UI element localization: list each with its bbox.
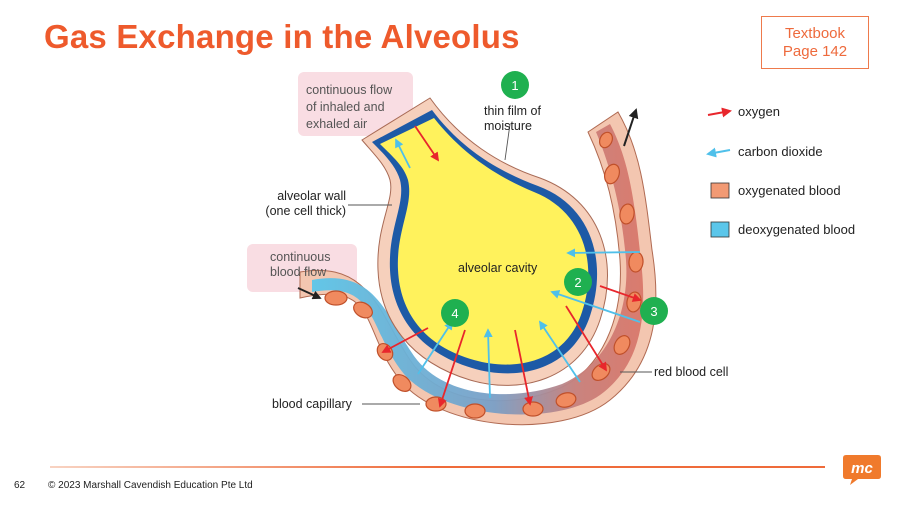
alveolar-wall-label-1: alveolar wall — [277, 189, 346, 203]
inhaled-air-label-bg — [298, 72, 413, 136]
blood-flow-arrow — [297, 287, 322, 300]
moisture-label-2: moisture — [484, 119, 532, 133]
mc-logo: mc — [843, 455, 881, 485]
badge-3: 3 — [640, 297, 668, 325]
inhaled-air-label-2: of inhaled and — [306, 100, 385, 114]
svg-text:4: 4 — [451, 306, 458, 321]
alveolar-cavity — [380, 118, 589, 365]
legend-oxygen-label: oxygen — [738, 104, 780, 119]
page-number: 62 — [14, 480, 26, 491]
capillary-exit-arrow — [623, 108, 639, 147]
svg-text:3: 3 — [650, 304, 657, 319]
capillary-lumen — [312, 124, 644, 415]
badge-4: 4 — [441, 299, 469, 327]
legend-co2-label: carbon dioxide — [738, 144, 823, 159]
copyright-text: © 2023 Marshall Cavendish Education Pte … — [48, 480, 253, 491]
textbook-reference-box: Textbook Page 142 — [761, 16, 869, 69]
blood-flow-label-2: blood flow — [270, 265, 327, 279]
legend-oxygenated-label: oxygenated blood — [738, 183, 841, 198]
red-blood-cell-label: red blood cell — [654, 365, 728, 379]
legend-co2-arrow — [706, 147, 731, 158]
badge-2: 2 — [564, 268, 592, 296]
reference-line-1: Textbook — [784, 24, 846, 42]
leader-lines — [348, 123, 652, 405]
legend-deoxygenated-label: deoxygenated blood — [738, 222, 855, 237]
legend-oxygenated-swatch — [710, 182, 730, 199]
inhaled-air-label-3: exhaled air — [306, 117, 367, 131]
reference-line-2: Page 142 — [782, 42, 848, 60]
legend-oxygen-arrow — [707, 107, 732, 118]
badge-1: 1 — [501, 71, 529, 99]
page-title: Gas Exchange in the Alveolus — [44, 18, 520, 55]
gas-exchange-arrows — [381, 125, 642, 408]
svg-text:2: 2 — [574, 275, 581, 290]
blood-flow-label-1: continuous — [270, 250, 330, 264]
blood-capillary-label: blood capillary — [272, 397, 353, 411]
moisture-label-1: thin film of — [484, 104, 541, 118]
svg-text:mc: mc — [851, 460, 873, 477]
alveolar-wall-label-2: (one cell thick) — [265, 204, 346, 218]
legend: oxygen carbon dioxide oxygenated blood d… — [706, 104, 855, 238]
footer-divider — [50, 466, 825, 468]
legend-deoxygenated-swatch — [710, 221, 730, 238]
svg-text:1: 1 — [511, 78, 518, 93]
inhaled-air-label-1: continuous flow — [306, 83, 393, 97]
alveolar-cavity-label: alveolar cavity — [458, 261, 538, 275]
